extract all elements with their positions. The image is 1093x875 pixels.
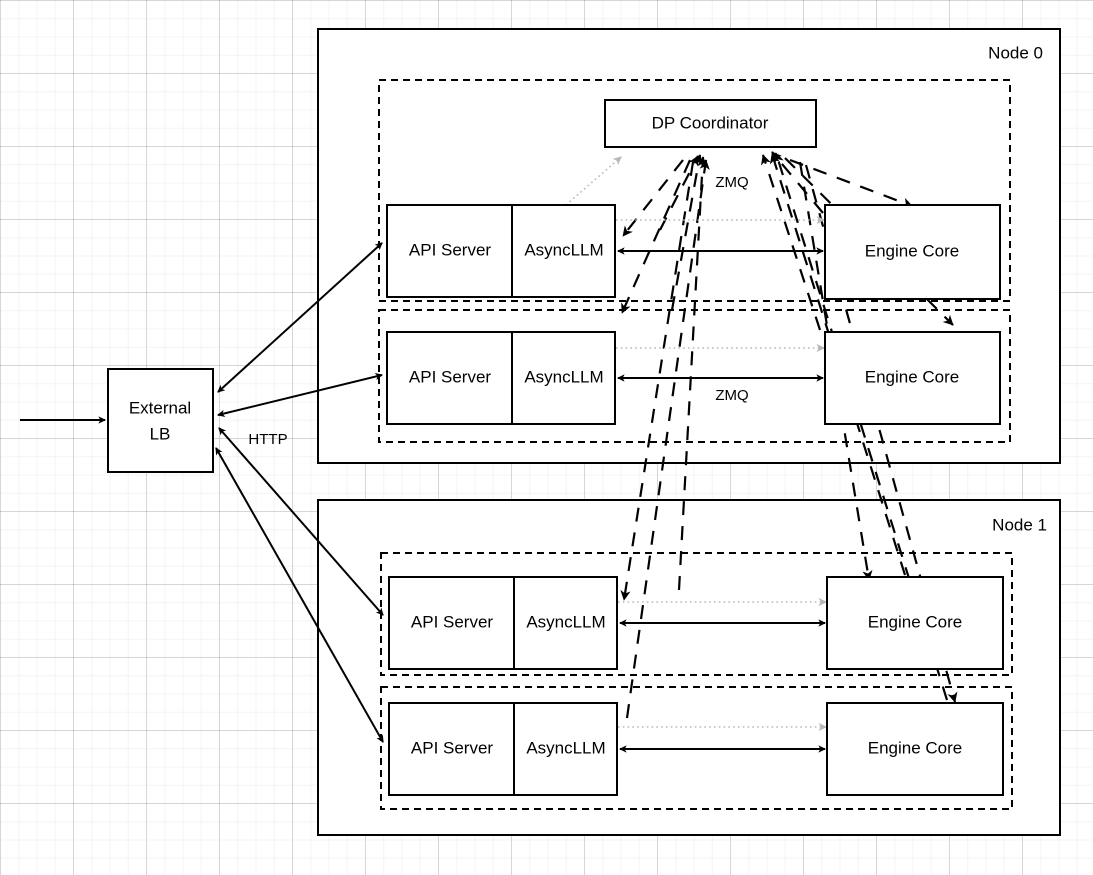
edge-lb-to-n0e2-api-server	[217, 373, 383, 417]
n1e1-asyncllm-label: AsyncLLM	[526, 612, 605, 631]
node-1-engine-group-2	[380, 686, 1013, 810]
n0e2-engine-core-label: Engine Core	[865, 367, 960, 386]
external-lb-label-line2: LB	[150, 424, 171, 443]
edge-coordinator-to-n0e2-asyncllm	[620, 159, 692, 314]
n1e1-engine-core-label: Engine Core	[868, 612, 963, 631]
n1e1-api-server-label: API Server	[411, 612, 494, 631]
edge-lb-to-n0e1-api-server	[217, 242, 383, 393]
node-0-engine-group-1	[378, 79, 1011, 302]
node-0-title: Node 0	[988, 43, 1043, 62]
zmq-label-n0e2: ZMQ	[715, 387, 748, 404]
n1e2-api-server-box[interactable]	[388, 702, 618, 796]
edge-n0e2-asyncllm-to-coordinator	[670, 154, 704, 311]
dp-coordinator-box[interactable]	[604, 99, 817, 148]
edge-n1e1-asyncllm-to-coordinator	[677, 156, 708, 591]
external-lb-box[interactable]	[107, 368, 214, 473]
node-1-title: Node 1	[992, 515, 1047, 534]
n0e2-engine-core-box[interactable]	[824, 331, 1001, 425]
n1e1-engine-core-box[interactable]	[826, 576, 1004, 670]
n1e2-engine-core-label: Engine Core	[868, 738, 963, 757]
n0e1-asyncllm-label: AsyncLLM	[524, 240, 603, 259]
n0e2-asyncllm-label: AsyncLLM	[524, 367, 603, 386]
edge-lb-to-n1e2-api-server	[215, 447, 384, 743]
http-label: HTTP	[248, 431, 287, 448]
edge-coordinator-to-n1e2-core	[804, 164, 958, 703]
n0e2-api-server-box[interactable]	[386, 331, 616, 425]
n1e1-api-server-box[interactable]	[388, 576, 618, 670]
edge-n0e1-core-to-coordinator	[771, 151, 824, 214]
edge-n1e2-asyncllm-to-coordinator	[625, 159, 710, 719]
edge-n1e2-core-to-coordinator	[773, 152, 949, 701]
n1e2-asyncllm-label: AsyncLLM	[526, 738, 605, 757]
n0e2-api-server-label: API Server	[409, 367, 492, 386]
dp-coordinator-label: DP Coordinator	[652, 113, 769, 132]
n0e1-engine-core-label: Engine Core	[865, 241, 960, 260]
n0e1-engine-core-box[interactable]	[824, 204, 1001, 300]
external-lb-label-line1: External	[129, 398, 191, 417]
zmq-label-coordinator: ZMQ	[715, 174, 748, 191]
n0e1-api-server-box[interactable]	[386, 204, 616, 298]
n1e2-api-server-label: API Server	[411, 738, 494, 757]
edge-n0e1-asyncllm-to-coordinator	[659, 155, 699, 231]
n1e2-engine-core-box[interactable]	[826, 702, 1004, 796]
edge-n0e2-core-to-coordinator	[761, 154, 822, 331]
n0e1-api-server-label: API Server	[409, 240, 492, 259]
edge-coordinator-to-n0e1-asyncllm	[622, 159, 684, 237]
edge-coordinator-to-n0e1-core	[789, 158, 913, 208]
